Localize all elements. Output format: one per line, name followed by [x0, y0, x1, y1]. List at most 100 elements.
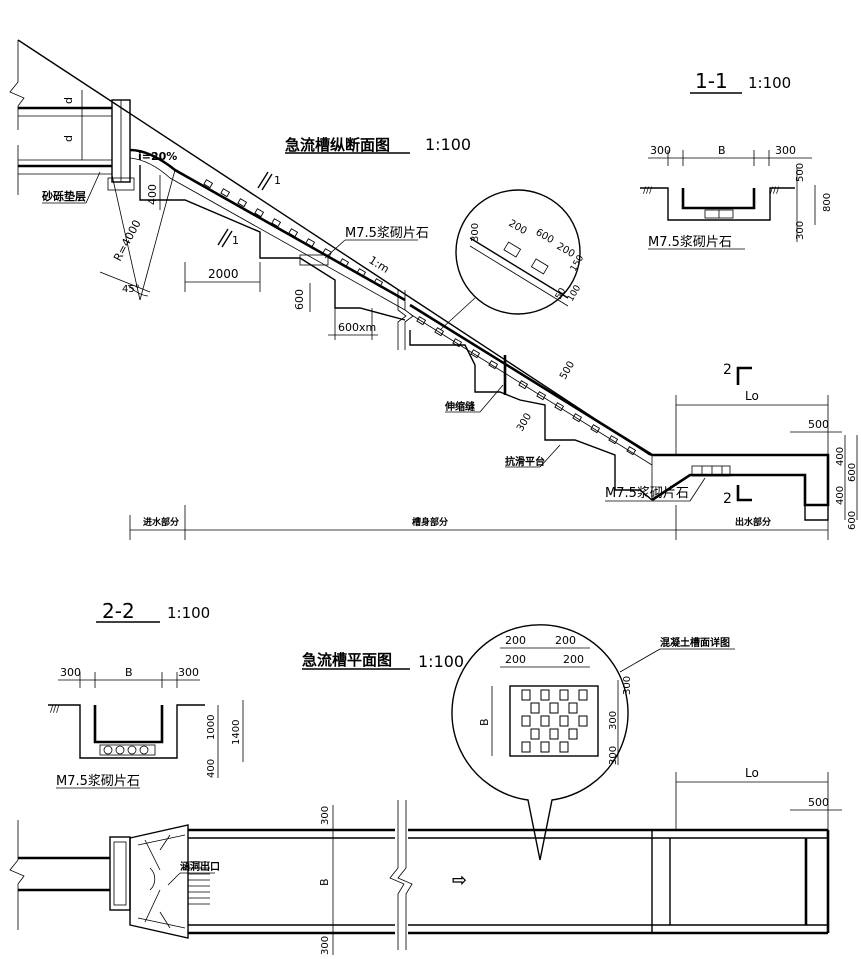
- sec2-left300: 300: [60, 666, 81, 679]
- sec1-hatch-left: ///: [643, 186, 653, 196]
- detail-2-200a: 200: [505, 634, 526, 647]
- angle-arc: [127, 284, 149, 297]
- sec1-h300: 300: [795, 221, 806, 240]
- cut1-label-b: 1: [232, 234, 239, 247]
- detail-1-100: 100: [566, 283, 583, 303]
- radius-line-2: [139, 169, 176, 301]
- plan-top300: 300: [320, 806, 331, 825]
- dim-400-right-2: 400: [835, 486, 846, 505]
- radius-label: R=4000: [111, 218, 144, 264]
- dim-d2: d: [62, 135, 75, 142]
- detail-1-600: 600: [534, 227, 556, 246]
- plan-break-2: [397, 800, 413, 950]
- chute-bed-upper: [129, 148, 406, 302]
- detail-1-300: 300: [470, 223, 481, 242]
- plan-left-break: [9, 820, 25, 930]
- detail-2-300a: 300: [622, 676, 633, 695]
- plan-view: 急流槽平面图 1:100 混凝土槽面详图 200 200 200 200 B 3…: [9, 624, 842, 955]
- detail-2-300b: 300: [608, 711, 619, 730]
- plan-wing-walls: [129, 824, 189, 939]
- dim-2000: 2000: [208, 267, 239, 281]
- sec1-b: B: [718, 144, 726, 157]
- detail-2-200d: 200: [563, 653, 584, 666]
- detail-1-block-a: [503, 241, 522, 258]
- detail-1-leader: [439, 297, 476, 331]
- sec1-h500: 500: [795, 163, 806, 182]
- sec2-stone-4: [139, 745, 149, 755]
- radius-line-3: [99, 271, 151, 293]
- slope-label: i=20%: [138, 150, 177, 163]
- angle-label: 45°: [122, 284, 140, 295]
- sec1-left300: 300: [650, 144, 671, 157]
- plan-b: B: [318, 878, 331, 886]
- detail-2-200b: 200: [555, 634, 576, 647]
- long-section: 急流槽纵断面图 1:100 d d 砂砾垫层: [9, 39, 858, 540]
- section-1-1: 1-1 1:100 300 B 300 /// /// 500 800 300 …: [640, 69, 833, 250]
- outlet-endwall-foot: [804, 505, 829, 521]
- detail-1-block-b: [530, 258, 549, 275]
- outlet-mortar-block: [691, 465, 731, 477]
- sec2-h1400: 1400: [231, 720, 242, 745]
- plan-lo: Lo: [745, 766, 759, 780]
- radius-line-1: [111, 174, 141, 301]
- left-break-line: [9, 40, 25, 195]
- section-2-2-title: 2-2: [102, 599, 135, 623]
- cut1-mark-b1: [217, 228, 229, 246]
- sec2-mortar: M7.5浆砌片石: [56, 774, 140, 789]
- cut1-label-a: 1: [274, 174, 281, 187]
- dim-d1: d: [62, 97, 75, 104]
- zone-inlet: 进水部分: [143, 516, 179, 528]
- dim-500-right: 500: [808, 418, 829, 431]
- detail-2-leader: [619, 648, 661, 673]
- sec1-outer-trench: [640, 187, 795, 221]
- plan-wing-arc: [149, 867, 156, 891]
- long-section-title: 急流槽纵断面图: [285, 136, 390, 154]
- detail-2-300c: 300: [608, 746, 619, 765]
- mortar-2-leader: [689, 477, 706, 502]
- plan-break-1: [389, 800, 405, 950]
- sec2-h400: 400: [206, 759, 217, 778]
- cut1-mark-a1: [257, 171, 269, 189]
- dim-600-right: 600: [847, 463, 858, 482]
- section-2-2: 2-2 1:100 300 B 300 /// 1000 1400 400 M7…: [48, 599, 244, 789]
- plan-bottom300: 300: [320, 936, 331, 955]
- anti-slip-label: 抗滑平台: [505, 455, 545, 468]
- embankment-slope-line: [17, 39, 651, 456]
- culvert-outlet-label: 涵洞出口: [180, 860, 220, 873]
- plan-wing-hatch: [137, 834, 186, 929]
- mortar-1-block: [299, 254, 329, 266]
- sec1-right300: 300: [775, 144, 796, 157]
- cut2-top-mark: [736, 366, 752, 385]
- sec2-b: B: [125, 666, 133, 679]
- plan-headwall-inner: [113, 841, 127, 906]
- dim-400-right: 400: [835, 447, 846, 466]
- plan-scale: 1:100: [418, 652, 464, 671]
- chute-bed-lower: [409, 303, 653, 457]
- lo-label: Lo: [745, 389, 759, 403]
- cut2-top-label: 2: [723, 362, 732, 378]
- sand-cushion-label: 砂砾垫层: [42, 189, 86, 203]
- plan-headwall: [109, 836, 131, 911]
- sec1-hatch-right: ///: [770, 186, 780, 196]
- sec2-stone-2: [115, 745, 125, 755]
- detail-2-200c: 200: [505, 653, 526, 666]
- sec2-stone-1: [103, 745, 113, 755]
- dim-600-right-2: 600: [847, 511, 858, 530]
- mortar-label-2: M7.5浆砌片石: [605, 486, 689, 501]
- dim-500-slant: 500: [558, 359, 577, 381]
- section-1-1-scale: 1:100: [748, 74, 791, 92]
- plan-500: 500: [808, 796, 829, 809]
- dim-300-slant: 300: [515, 411, 534, 433]
- chute-bed-inner-upper: [129, 157, 406, 311]
- section-2-2-scale: 1:100: [167, 604, 210, 622]
- stepped-foundation-lower: [409, 330, 653, 501]
- zone-outlet: 出水部分: [735, 516, 771, 528]
- zone-channel: 槽身部分: [412, 516, 448, 528]
- sec2-right300: 300: [178, 666, 199, 679]
- detail-1-bed-bottom: [469, 245, 569, 307]
- sec2-channel: [93, 705, 164, 744]
- stepped-foundation-upper: [139, 165, 406, 321]
- sec1-channel: [681, 188, 756, 210]
- cut1-mark-a2: [261, 173, 273, 191]
